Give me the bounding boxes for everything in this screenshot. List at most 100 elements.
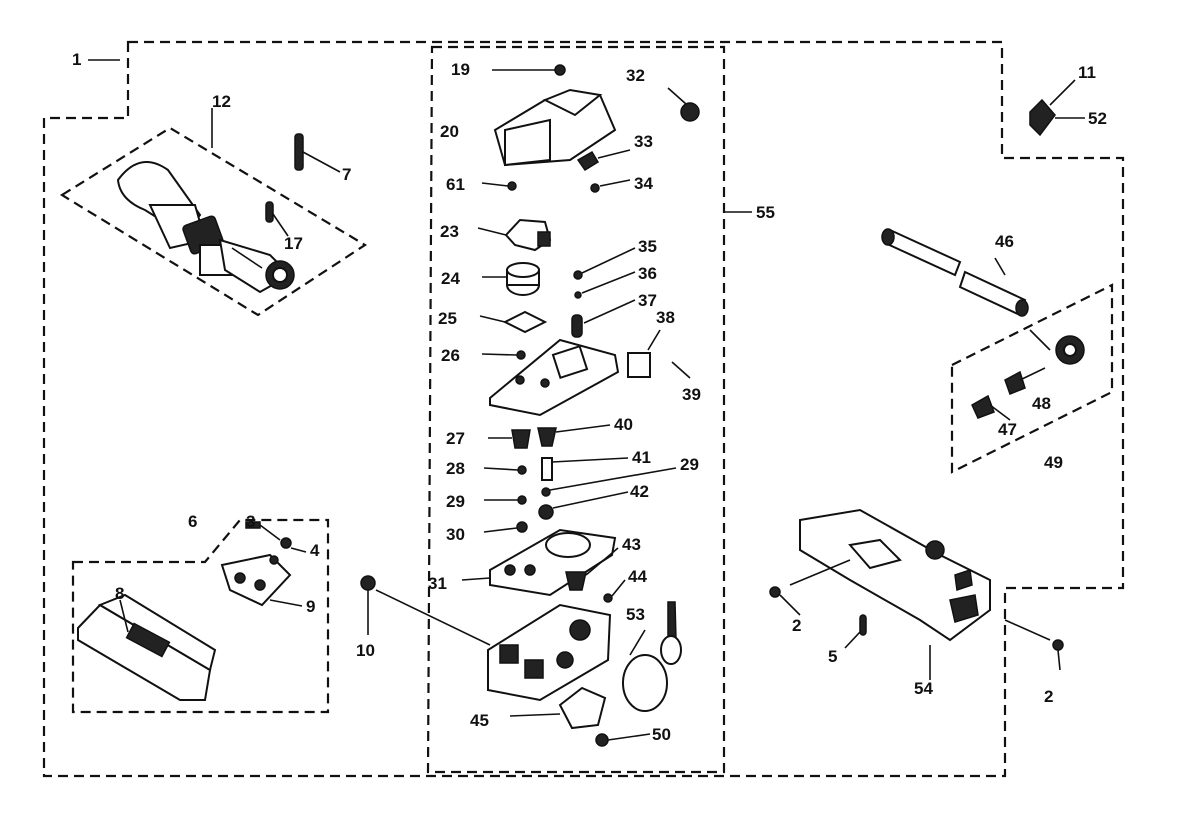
label-9: 9	[306, 597, 315, 616]
label-29-right: 29	[680, 455, 699, 474]
part-61-screw	[507, 181, 517, 191]
label-19: 19	[451, 60, 470, 79]
label-48: 48	[1032, 394, 1051, 413]
label-54: 54	[914, 679, 933, 698]
label-10: 10	[356, 641, 375, 660]
part-8-housing	[77, 593, 217, 701]
part-50-screw	[595, 733, 609, 747]
part-46-tube	[881, 228, 1029, 317]
valve-plate	[489, 338, 620, 417]
part-10-screw	[360, 575, 491, 646]
label-3: 3	[246, 512, 255, 531]
center-group-box	[426, 45, 726, 774]
label-55: 55	[756, 203, 775, 222]
part-30-screw	[516, 521, 528, 533]
label-5: 5	[828, 647, 837, 666]
label-35: 35	[638, 237, 657, 256]
label-17: 17	[284, 234, 303, 253]
label-42: 42	[630, 482, 649, 501]
part-53-solenoid	[622, 601, 682, 712]
part-5-pin	[859, 614, 867, 636]
part-23-clamp	[477, 218, 552, 252]
part-36-washer	[574, 291, 582, 299]
label-12: 12	[212, 92, 231, 111]
group-6-box	[71, 518, 330, 714]
label-33: 33	[634, 132, 653, 151]
label-11: 11	[1078, 63, 1096, 82]
part-9-bracket	[220, 553, 303, 607]
label-2-left: 2	[792, 616, 801, 635]
label-47: 47	[998, 420, 1017, 439]
label-30: 30	[446, 525, 465, 544]
label-2-right: 2	[1044, 687, 1053, 706]
label-24: 24	[441, 269, 460, 288]
part-29-oring-right	[541, 487, 551, 497]
label-45: 45	[470, 711, 489, 730]
valve-body	[487, 603, 612, 702]
part-26-screw	[516, 350, 526, 360]
label-28: 28	[446, 459, 465, 478]
part-35-screw	[573, 270, 583, 280]
part-12-assembly	[116, 161, 295, 294]
group-12-box	[59, 126, 368, 317]
label-34: 34	[634, 174, 653, 193]
part-34-screw	[590, 183, 600, 193]
part-27-valve	[488, 429, 531, 449]
label-61: 61	[446, 175, 465, 194]
part-24-cap	[482, 262, 540, 296]
part-2-screw-right	[1004, 619, 1064, 671]
label-38: 38	[656, 308, 675, 327]
label-46: 46	[995, 232, 1014, 251]
part-17-pin	[265, 201, 289, 237]
label-20: 20	[440, 122, 459, 141]
label-1: 1	[72, 50, 81, 69]
part-43-valve	[565, 571, 587, 591]
label-23: 23	[440, 222, 459, 241]
part-49-valves	[971, 329, 1085, 421]
part-25-gasket	[479, 310, 548, 334]
part-4-nut	[269, 537, 307, 565]
label-43: 43	[622, 535, 641, 554]
label-53: 53	[626, 605, 645, 624]
label-39: 39	[682, 385, 701, 404]
part-37-spring	[571, 314, 583, 338]
label-44: 44	[628, 567, 647, 586]
part-40-valve	[537, 427, 557, 447]
part-28-oring	[517, 465, 527, 475]
label-37: 37	[638, 291, 657, 310]
label-40: 40	[614, 415, 633, 434]
part-33-clip	[576, 149, 631, 172]
group-49-box	[950, 283, 1114, 474]
part-41-stem	[541, 457, 553, 481]
part-42-diaphragm	[538, 504, 554, 520]
part-19-screw	[554, 64, 566, 76]
part-7-key	[294, 133, 341, 173]
outer-boundary	[42, 40, 1125, 778]
label-8: 8	[115, 584, 124, 603]
label-50: 50	[652, 725, 671, 744]
label-32: 32	[626, 66, 645, 85]
part-38-block	[627, 352, 651, 378]
label-31: 31	[428, 574, 447, 593]
part-3-screw	[245, 521, 281, 541]
part-45-block	[509, 686, 607, 730]
label-6: 6	[188, 512, 197, 531]
label-29-left: 29	[446, 492, 465, 511]
part-32-knob	[680, 102, 700, 122]
part-20-cover	[493, 88, 617, 167]
part-44-screw	[603, 593, 613, 603]
label-36: 36	[638, 264, 657, 283]
part-52-handle	[1029, 79, 1085, 137]
part-31-gasket	[461, 528, 617, 597]
label-49: 49	[1044, 453, 1063, 472]
part-2-screw-left	[769, 586, 781, 598]
label-52: 52	[1088, 109, 1107, 128]
label-4: 4	[310, 541, 320, 560]
label-41: 41	[632, 448, 651, 467]
label-27: 27	[446, 429, 465, 448]
part-54-bracket	[799, 508, 991, 680]
label-7: 7	[342, 165, 351, 184]
label-26: 26	[441, 346, 460, 365]
label-25: 25	[438, 309, 457, 328]
